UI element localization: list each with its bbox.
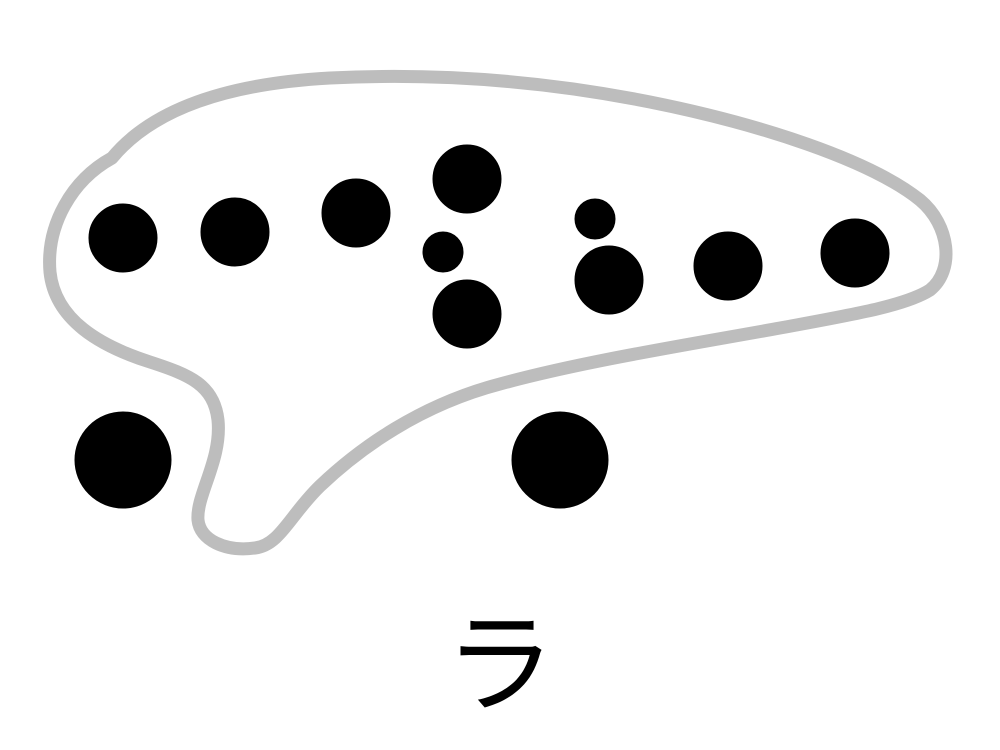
hole-left-middle [321, 178, 391, 248]
hole-right-sub-small [574, 198, 616, 240]
thumb-holes [74, 411, 609, 509]
hole-right-ring [820, 218, 890, 288]
hole-right-index [574, 245, 644, 315]
note-name-label: ラ [445, 601, 555, 729]
hole-left-pinky [88, 203, 158, 273]
hole-left-ring [200, 197, 270, 267]
hole-left-sub-small [422, 231, 464, 273]
hole-left-index [432, 144, 502, 214]
thumb-hole-left [74, 411, 172, 509]
thumb-hole-right [511, 411, 609, 509]
hole-right-middle [693, 231, 763, 301]
finger-holes [88, 144, 890, 349]
ocarina-body-outline [43, 69, 953, 556]
hole-left-sub-large [432, 279, 502, 349]
